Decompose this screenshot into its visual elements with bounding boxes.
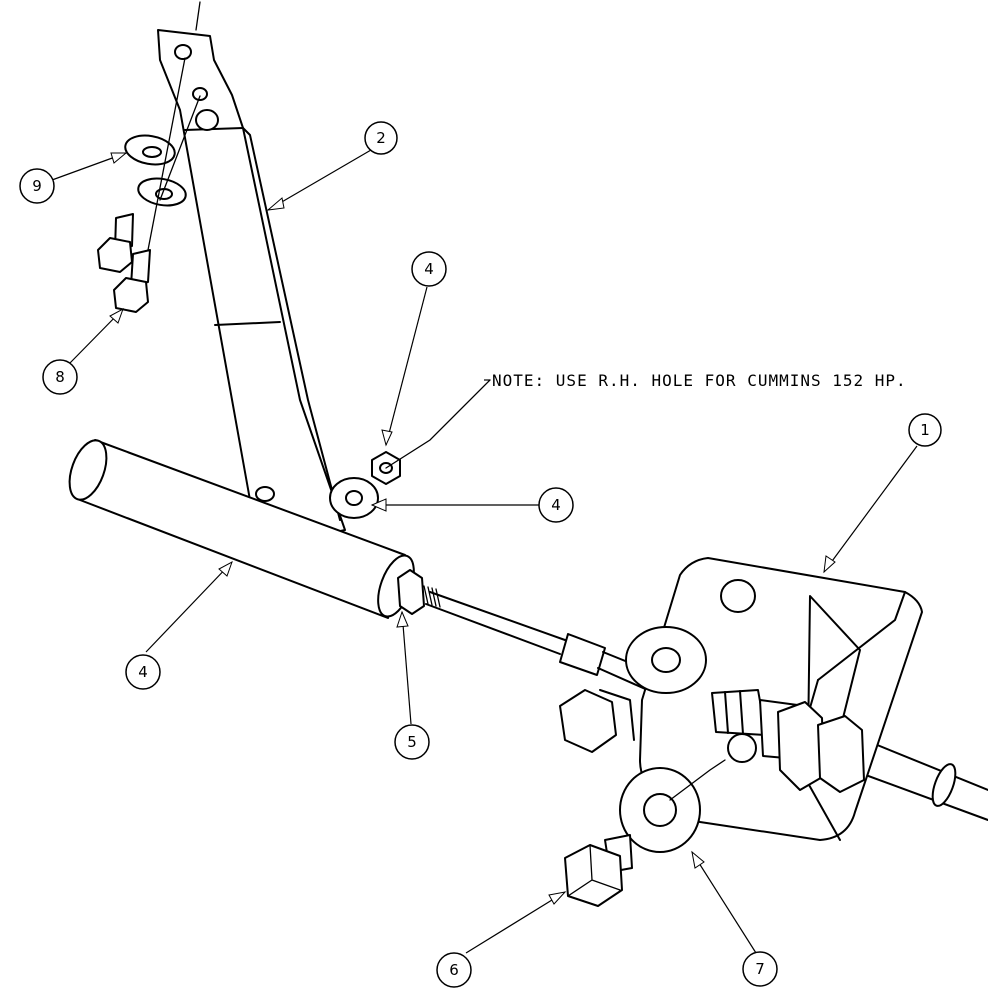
callout-2: 2	[364, 121, 398, 155]
svg-text:8: 8	[55, 368, 65, 386]
svg-text:4: 4	[551, 496, 561, 514]
hex-bolt-back	[559, 689, 635, 753]
centerlines	[147, 1, 491, 469]
callout-5: 5	[394, 724, 430, 760]
washer-top	[625, 626, 707, 694]
callout-4-washer: 4	[538, 487, 574, 523]
svg-text:6: 6	[449, 961, 459, 979]
svg-text:1: 1	[920, 421, 930, 439]
svg-text:9: 9	[32, 177, 42, 195]
callout-8: 8	[42, 359, 78, 395]
cable-fitting	[711, 689, 865, 793]
hex-bolt-8-upper	[97, 213, 134, 273]
svg-text:7: 7	[755, 960, 765, 978]
svg-text:2: 2	[376, 129, 386, 147]
lever-arm	[157, 29, 346, 541]
cable-end-cylinder	[68, 439, 441, 619]
callout-6: 6	[436, 952, 472, 988]
callout-4-nut: 4	[411, 251, 447, 287]
washer-9-lower	[137, 177, 187, 207]
callout-4-sleeve: 4	[125, 654, 161, 690]
callout-1: 1	[908, 413, 942, 447]
small-washer	[329, 477, 379, 519]
svg-text:5: 5	[407, 733, 417, 751]
installation-note: NOTE: USE R.H. HOLE FOR CUMMINS 152 HP.	[492, 371, 907, 390]
washer-9-upper	[124, 134, 176, 166]
washer-bottom	[619, 759, 726, 853]
svg-text:4: 4	[138, 663, 148, 681]
callout-7: 7	[742, 951, 778, 987]
leader-lines	[51, 149, 918, 954]
hex-bolt-6	[564, 834, 633, 907]
hex-bolt-8-lower	[113, 249, 151, 313]
svg-text:4: 4	[424, 260, 434, 278]
callout-9: 9	[19, 168, 55, 204]
